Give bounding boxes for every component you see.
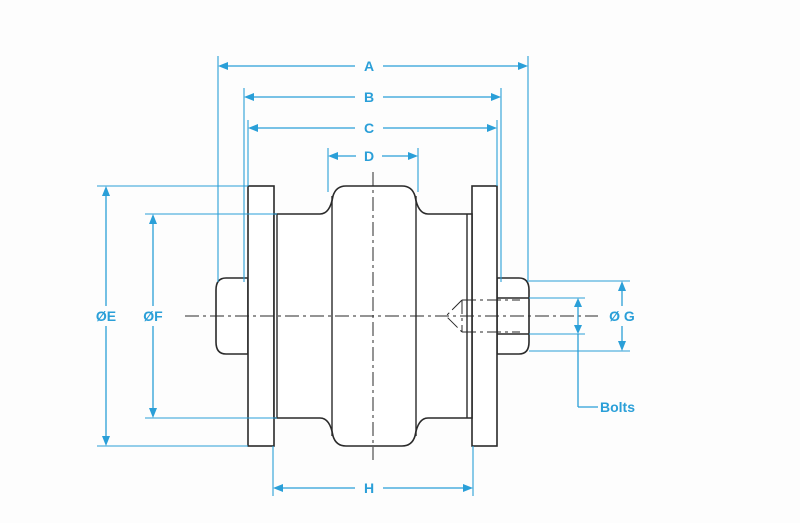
dimension-e: ØE xyxy=(84,185,248,447)
bolts-callout: Bolts xyxy=(529,297,635,415)
label-d: D xyxy=(364,148,374,164)
left-shaft xyxy=(215,277,249,355)
bolt-hole xyxy=(445,299,520,333)
label-f: ØF xyxy=(143,308,163,324)
label-h: H xyxy=(364,480,374,496)
label-bolts: Bolts xyxy=(600,399,635,415)
dimension-d: D xyxy=(327,147,419,192)
label-g: Ø G xyxy=(609,308,635,324)
label-b: B xyxy=(364,89,374,105)
label-a: A xyxy=(364,58,374,74)
label-c: C xyxy=(364,120,374,136)
dimension-f: ØF xyxy=(132,213,277,419)
label-e: ØE xyxy=(96,308,116,324)
roller-body xyxy=(185,172,600,460)
dimension-a: A xyxy=(217,56,529,282)
dimension-c: C xyxy=(247,119,498,186)
dimension-h: H xyxy=(272,446,474,497)
dimension-b: B xyxy=(243,88,502,282)
dimension-g: Ø G xyxy=(529,280,646,352)
